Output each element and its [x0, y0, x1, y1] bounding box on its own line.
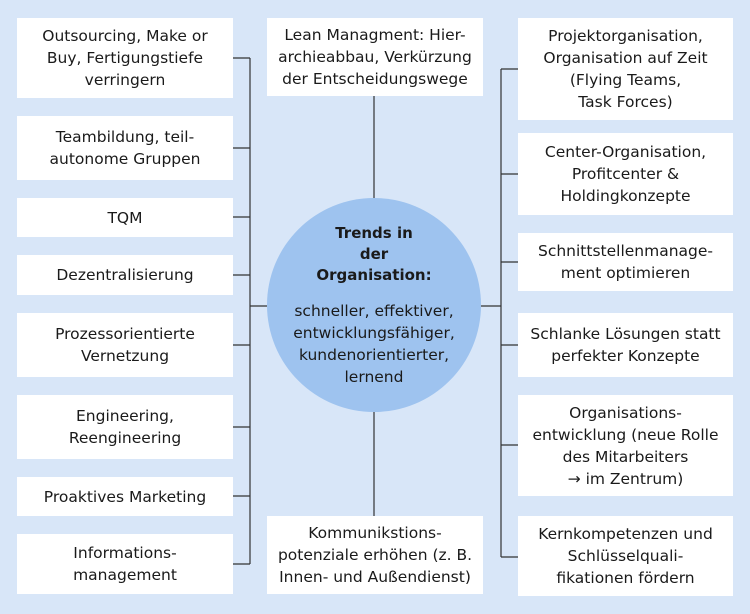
right-node-center-organisation: Center-Organisation, Profitcenter & Hold…: [518, 133, 733, 215]
left-node-outsourcing: Outsourcing, Make or Buy, Fertigungstief…: [17, 18, 233, 98]
left-node-teambildung: Teambildung, teil- autonome Gruppen: [17, 116, 233, 180]
left-node-dezentralisierung: Dezentralisierung: [17, 255, 233, 295]
right-node-kernkompetenzen: Kernkompetenzen und Schlüsselquali- fika…: [518, 516, 733, 596]
left-node-informationsmanagement: Informations- management: [17, 534, 233, 594]
right-node-projektorganisation: Projektorganisation, Organisation auf Ze…: [518, 18, 733, 120]
left-node-vernetzung: Prozessorientierte Vernetzung: [17, 313, 233, 377]
center-title: Trends in der Organisation:: [316, 223, 432, 284]
left-node-marketing: Proaktives Marketing: [17, 477, 233, 516]
left-node-engineering: Engineering, Reengineering: [17, 395, 233, 459]
right-node-organisationsentwicklung: Organisations- entwicklung (neue Rolle d…: [518, 395, 733, 496]
bottom-node: Kommunikstions- potenziale erhöhen (z. B…: [267, 516, 483, 594]
right-node-schlanke-loesungen: Schlanke Lösungen statt perfekter Konzep…: [518, 313, 733, 377]
top-node: Lean Managment: Hier- archieabbau, Verkü…: [267, 18, 483, 96]
right-node-schnittstellen: Schnittstellenmanage- ment optimieren: [518, 233, 733, 291]
left-node-tqm: TQM: [17, 198, 233, 237]
center-body: schneller, effektiver, entwicklungsfähig…: [293, 301, 455, 386]
center-node: Trends in der Organisation: schneller, e…: [267, 198, 481, 412]
